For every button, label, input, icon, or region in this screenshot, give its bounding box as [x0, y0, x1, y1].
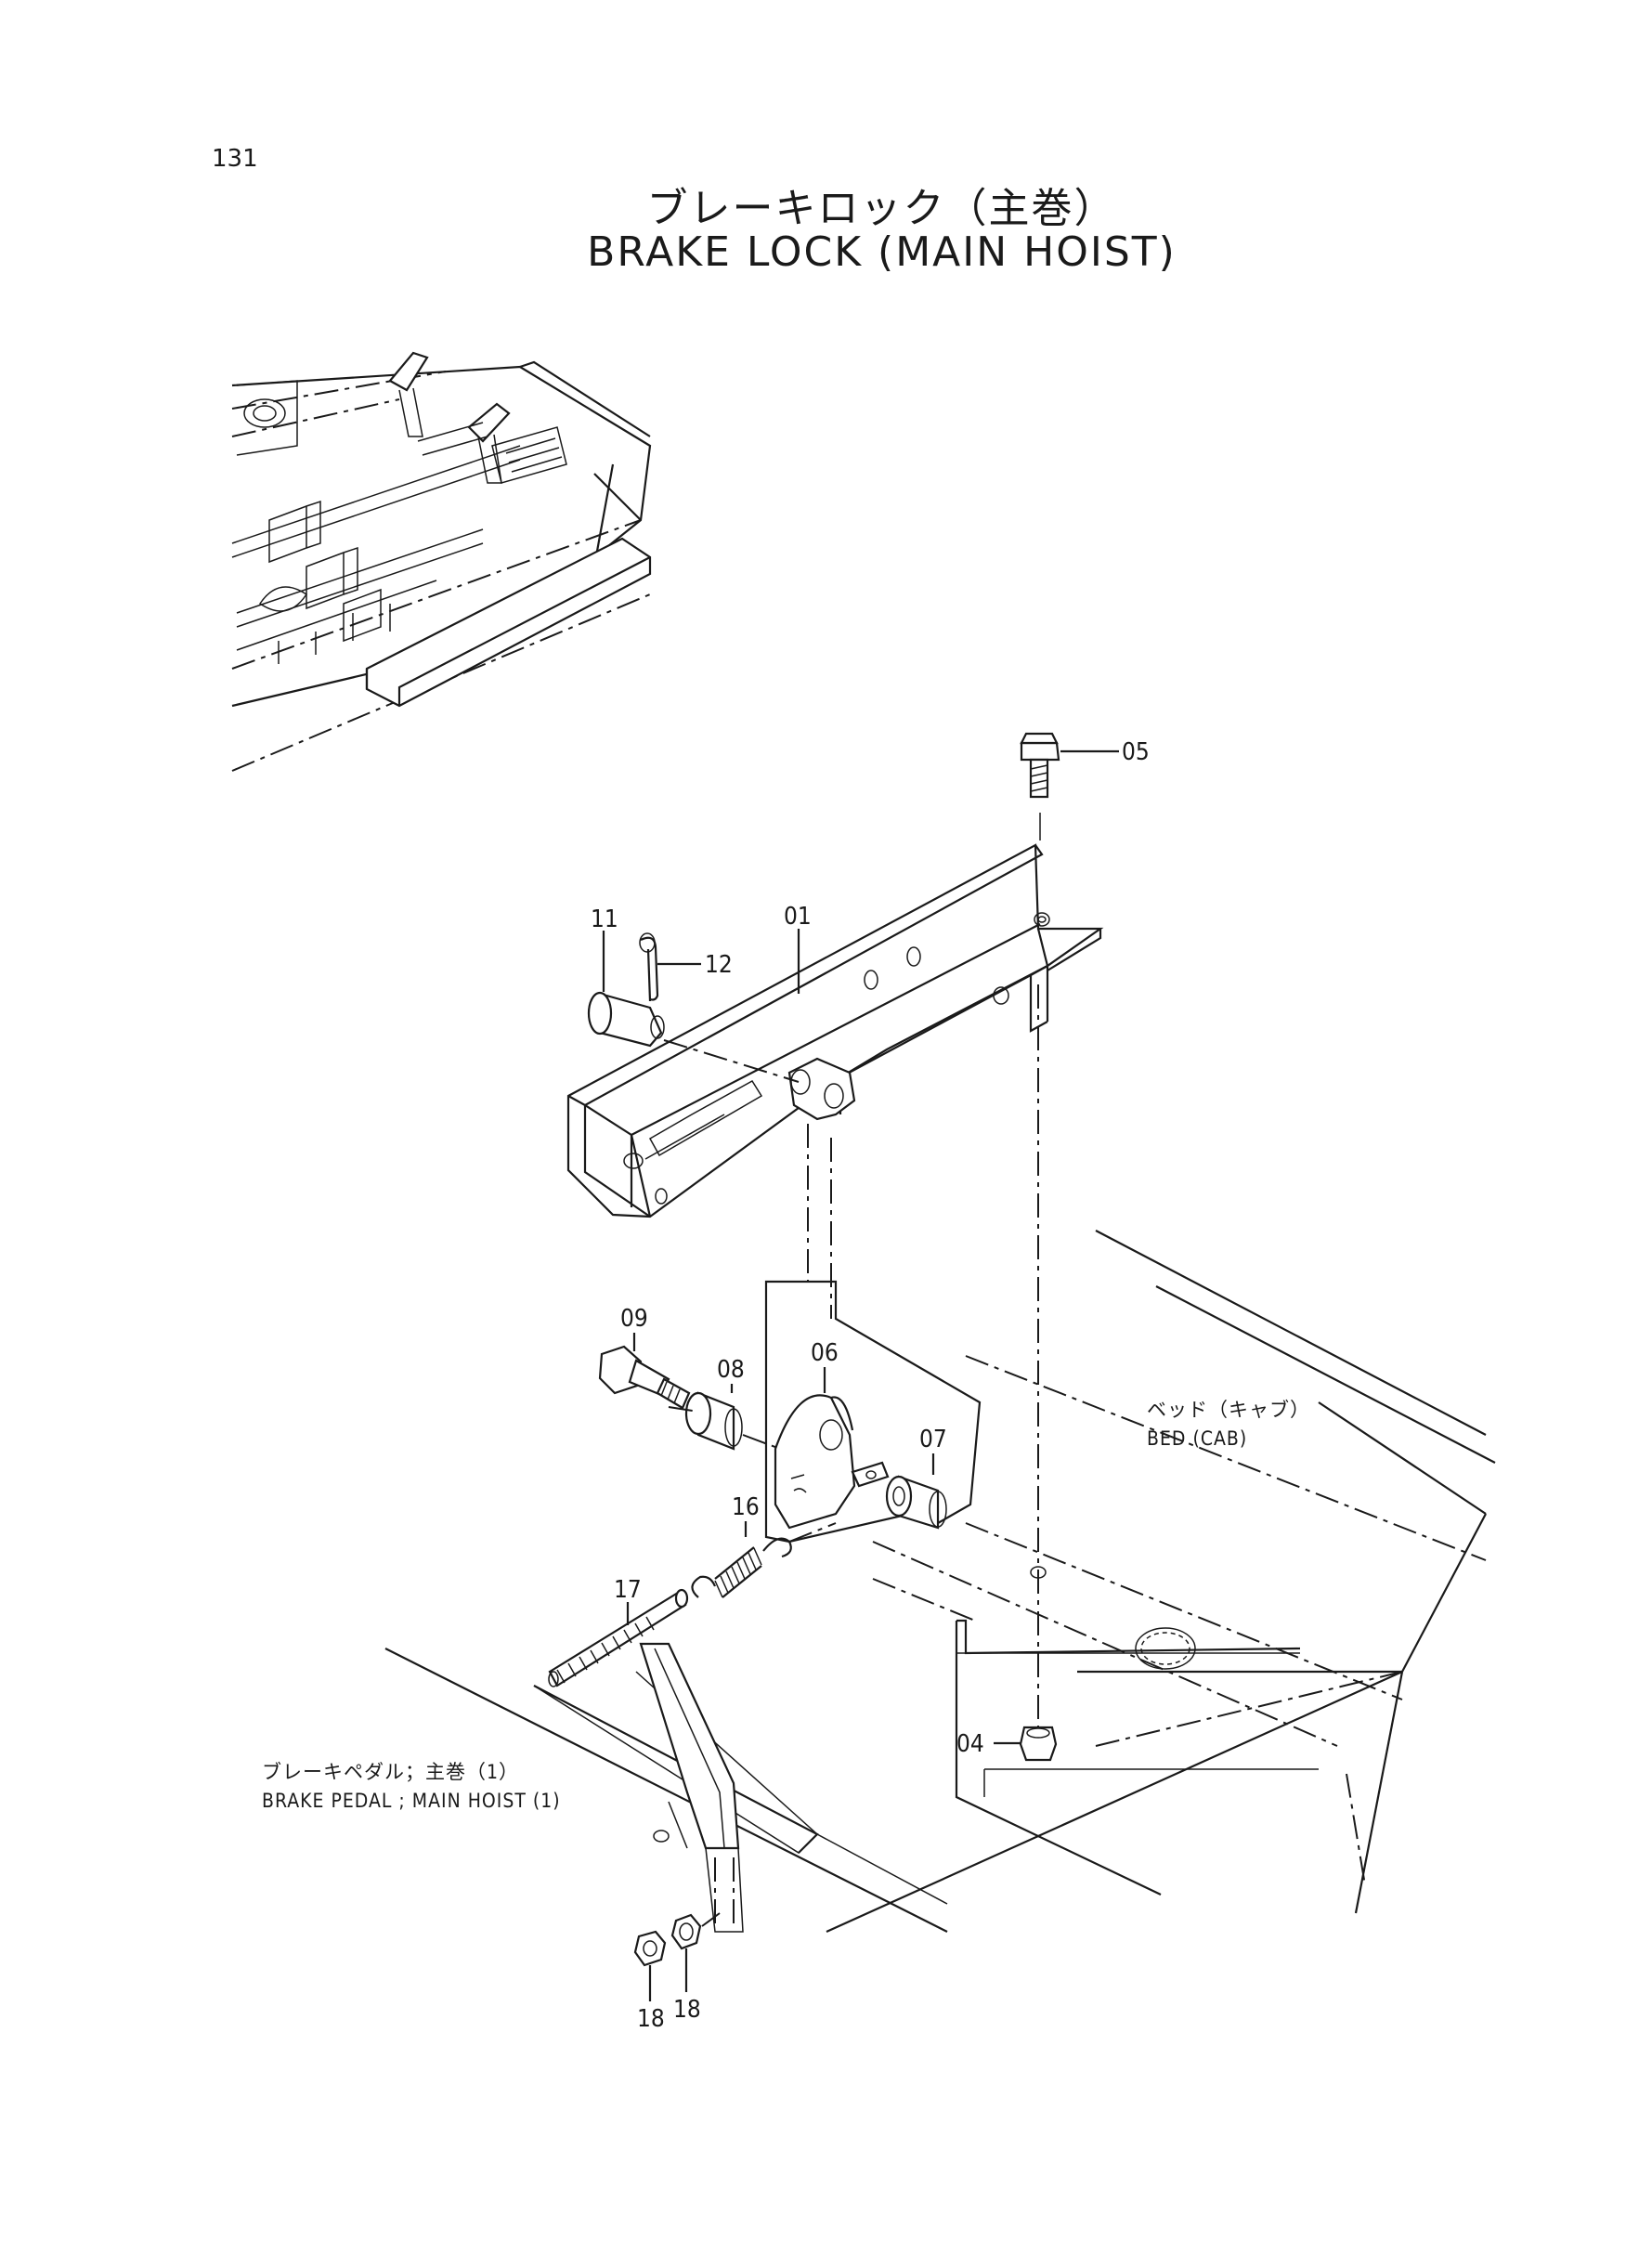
- part-18-nuts: [633, 1912, 721, 1967]
- part-11-pin: [587, 991, 800, 1083]
- part-01-bracket: [566, 843, 1104, 1218]
- callout-16: 16: [732, 1493, 760, 1521]
- callout-11: 11: [591, 905, 618, 933]
- part-17-rod: [548, 1588, 689, 1687]
- page-number: 131: [212, 145, 258, 173]
- part-06-lever-block: [774, 1394, 890, 1530]
- callout-18-right: 18: [673, 1996, 701, 2024]
- callout-09: 09: [620, 1305, 648, 1333]
- callout-18-left: 18: [637, 2005, 665, 2033]
- brake-pedal-label-en: BRAKE PEDAL ; MAIN HOIST (1): [262, 1790, 561, 1812]
- assembly-labels: ベッド（キャブ） BED (CAB) ブレーキペダル；主巻（1） BRAKE P…: [262, 1399, 1310, 1812]
- part-12-cotter-pin: [639, 932, 659, 1002]
- bed-cab-label-jp: ベッド（キャブ）: [1147, 1399, 1310, 1421]
- callout-04: 04: [956, 1730, 984, 1758]
- bed-cab-label-en: BED (CAB): [1147, 1427, 1247, 1450]
- part-08-bushing: [668, 1391, 781, 1451]
- callout-17: 17: [614, 1576, 642, 1604]
- callout-12: 12: [705, 951, 733, 979]
- callout-05: 05: [1122, 738, 1150, 766]
- callout-labels: 05 01 11 12 09 08 06 07 16 17 04 18 18: [591, 738, 1150, 2033]
- page-title-japanese: ブレーキロック（主巻）: [646, 185, 1117, 232]
- callout-08: 08: [717, 1356, 745, 1384]
- part-09-bolt: [598, 1345, 691, 1410]
- leader-lines: [602, 749, 1119, 2001]
- callout-01: 01: [784, 903, 812, 931]
- brake-pedal-shape: [533, 1642, 819, 1933]
- brake-pedal-label-jp: ブレーキペダル；主巻（1）: [262, 1761, 519, 1783]
- part-07-bushing: [885, 1475, 947, 1530]
- cab-bed-outline: [384, 1230, 1496, 1934]
- callout-06: 06: [811, 1339, 839, 1367]
- part-16-spring: [691, 1522, 837, 1598]
- overview-inset: [231, 351, 652, 772]
- page-title-english: BRAKE LOCK (MAIN HOIST): [587, 228, 1177, 276]
- part-05-bolt: [1020, 732, 1060, 1746]
- callout-07: 07: [919, 1426, 947, 1453]
